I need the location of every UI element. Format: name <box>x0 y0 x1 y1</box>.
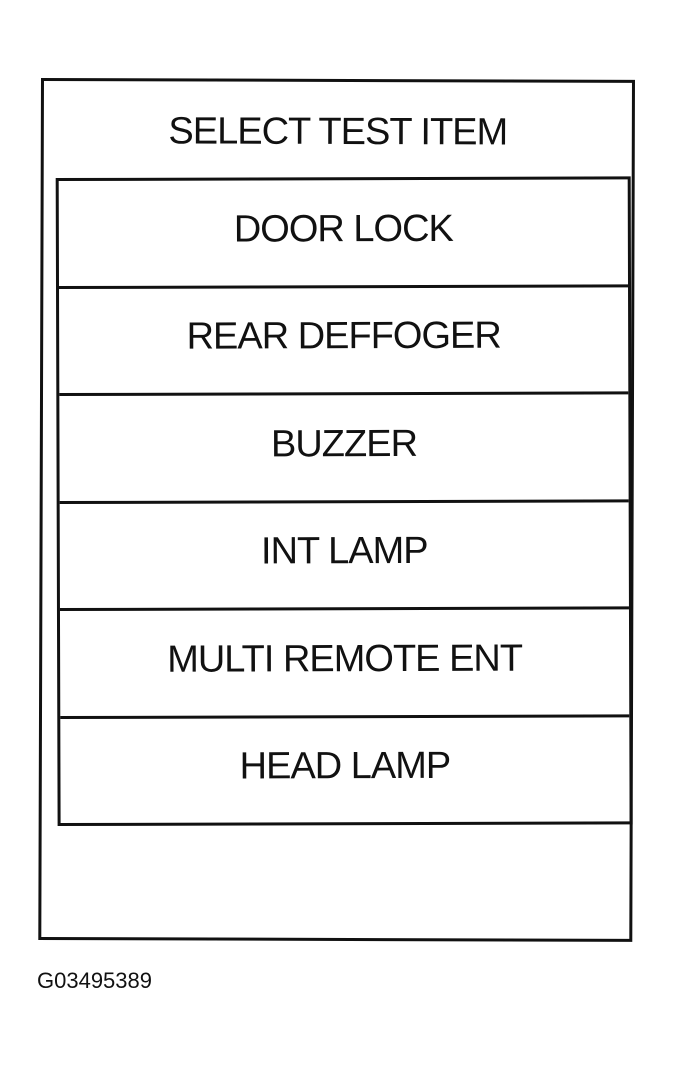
figure-id: G03495389 <box>37 968 152 993</box>
menu-item-buzzer[interactable]: BUZZER <box>59 391 629 501</box>
tester-screen: SELECT TEST ITEM DOOR LOCK REAR DEFFOGER… <box>38 78 635 942</box>
menu-item-multi-remote-ent[interactable]: MULTI REMOTE ENT <box>59 606 630 716</box>
menu-item-door-lock[interactable]: DOOR LOCK <box>233 207 453 251</box>
menu-item-head-lamp[interactable]: HEAD LAMP <box>60 713 630 824</box>
menu-item-int-lamp[interactable]: INT LAMP <box>59 498 629 609</box>
menu-item-rear-defogger[interactable]: REAR DEFFOGER <box>59 283 629 394</box>
screen-title: SELECT TEST ITEM <box>168 110 508 154</box>
test-item-menu: DOOR LOCK REAR DEFFOGER BUZZER INT LAMP … <box>55 176 633 827</box>
